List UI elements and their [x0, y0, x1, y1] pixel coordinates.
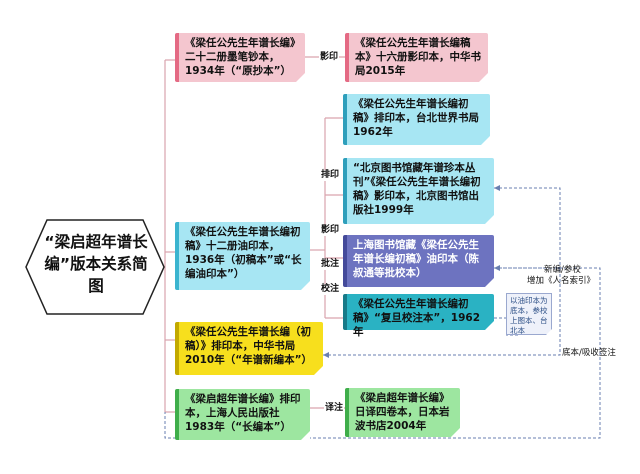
label-zengjia-suoyin: 增加《人名索引》 [527, 276, 596, 286]
node-shiliu-ce-yingyin: 《梁任公先生年谱长编稿本》十六册影印本，中华书局2015年 [345, 33, 488, 82]
central-title: “梁启超年谱长编”版本关系简图 [44, 233, 148, 295]
node-iwanami-yiben: 《梁启超年谱长编》日译四卷本，日本岩波书店2004年 [345, 388, 460, 437]
label-diben-qianzhu: 底本/吸收签注 [562, 348, 616, 358]
edge-label-yingyin-mid: 影印 [320, 225, 341, 236]
edge-label-paiyin: 排印 [320, 170, 341, 181]
edge-label-jiaozhu: 校注 [320, 284, 341, 295]
node-zhonghua-xinbian: 《梁任公先生年谱长编（初稿）》排印本，中华书局2010年（“年谱新编本”） [175, 322, 323, 375]
node-youyin-ben: 《梁任公先生年谱长编初稿》十二册油印本，1936年（初稿本”或“长编油印本”） [175, 222, 310, 290]
edge-label-pizhu: 批注 [320, 259, 341, 270]
node-renmin-changbian: 《梁启超年谱长编》排印本，上海人民出版社1983年（“长编本”） [175, 389, 310, 440]
node-beitu-yingyin: “北京图书馆藏年谱珍本丛刊”《梁任公先生年谱长编初稿》影印本，北京图书馆出版社1… [343, 158, 494, 224]
edge-label-yizhu: 译注 [324, 403, 345, 414]
node-mogao-chaoben: 《梁任公先生年谱长编》二十二册墨笔钞本，1934年（“原抄本”） [175, 33, 305, 82]
edge-label-yingyin-top: 影印 [319, 52, 340, 63]
node-taipei-paiyin: 《梁任公先生年谱长编初稿》排印本，台北世界书局1962年 [343, 94, 490, 145]
central-hexagon [25, 219, 165, 315]
label-xinbian-canjiao: 新编/参校 [544, 265, 581, 275]
node-fudan-jiaozhu: 《梁任公先生年谱长编初稿》“复旦校注本”，1962年 [343, 294, 494, 338]
annotation-note: 以油印本为底本，参校上图本、台北本 [506, 293, 552, 335]
node-shanghai-pijiao: 上海图书馆藏《梁任公先生年谱长编初稿》油印本（陈叔通等批校本） [343, 235, 494, 287]
